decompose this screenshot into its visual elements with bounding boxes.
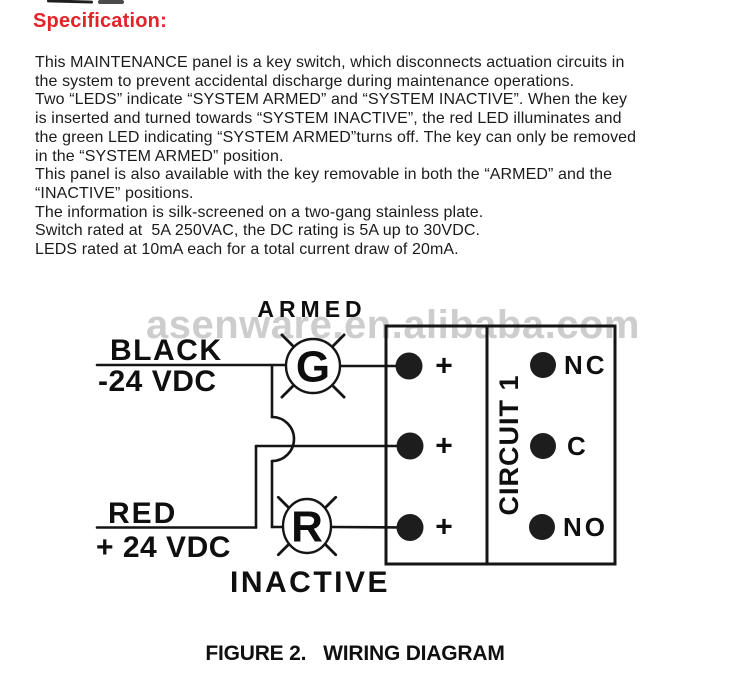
armed-label: ARMED xyxy=(257,296,367,322)
wire-crossover-hop xyxy=(270,415,296,463)
spec-line: the system to prevent accidental dischar… xyxy=(35,72,575,90)
nc-terminal-label: NC xyxy=(564,350,608,380)
figure-caption: FIGURE 2. WIRING DIAGRAM xyxy=(205,642,505,665)
spec-line: This MAINTENANCE panel is a key switch, … xyxy=(35,54,625,71)
green-led-rays xyxy=(280,333,346,399)
terminal-dot-2 xyxy=(396,432,424,460)
inactive-label: INACTIVE xyxy=(229,566,391,599)
spec-line: is inserted and turned towards “SYSTEM I… xyxy=(35,110,622,128)
terminal-dot-3 xyxy=(396,514,424,541)
red-wire-label: RED xyxy=(108,497,178,530)
plus-terminal-2: + xyxy=(435,429,453,463)
circuit-1-label: CIRCUIT 1 xyxy=(494,374,524,516)
red-led-letter: R xyxy=(291,503,323,552)
c-terminal-label: C xyxy=(567,431,586,461)
spec-line: This panel is also available with the ke… xyxy=(35,166,613,184)
spec-line: the green LED indicating “SYSTEM ARMED”t… xyxy=(35,128,637,146)
black-wire-label: BLACK xyxy=(110,334,223,367)
terminal-dot-nc xyxy=(530,352,556,378)
spec-line: in the “SYSTEM ARMED” position. xyxy=(35,147,284,165)
specification-text: This MAINTENANCE panel is a key switch, … xyxy=(35,54,740,260)
terminal-block-outline xyxy=(384,324,617,566)
spec-line: The information is silk-screened on a tw… xyxy=(35,203,484,221)
green-led-circle xyxy=(284,337,342,395)
terminal-dot-no xyxy=(529,514,555,540)
spec-line: Switch rated at 5A 250VAC, the DC rating… xyxy=(35,222,481,240)
plus-terminal-3: + xyxy=(435,510,453,544)
page-title: Specification: xyxy=(33,10,167,32)
spec-line: Two “LEDS” indicate “SYSTEM ARMED” and “… xyxy=(35,91,628,109)
red-led-circle xyxy=(281,497,333,555)
green-led-letter: G xyxy=(296,343,330,392)
input-terminal-dots xyxy=(395,352,424,541)
red-led-rays xyxy=(276,495,338,557)
contact-terminal-dots xyxy=(529,352,556,540)
terminal-dot-1 xyxy=(395,352,423,380)
plus-terminal-1: + xyxy=(435,349,453,383)
no-terminal-label: NO xyxy=(563,512,608,542)
spec-line: LEDS rated at 10mA each for a total curr… xyxy=(35,241,459,259)
spec-line: “INACTIVE” positions. xyxy=(35,184,194,202)
scan-artifact xyxy=(98,0,124,4)
terminal-dot-c xyxy=(530,433,556,459)
black-wire-voltage: -24 VDC xyxy=(98,365,217,398)
red-wire-voltage: + 24 VDC xyxy=(96,531,231,564)
